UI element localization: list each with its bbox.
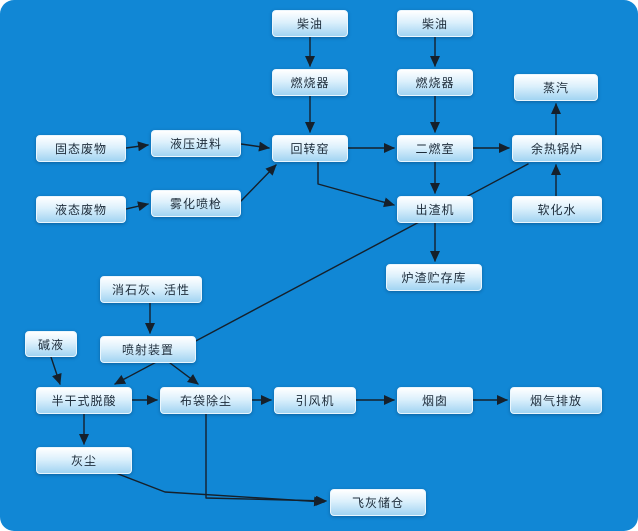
node-fly-ash-storage: 飞灰储仓 [330,489,426,516]
edge-solid-waste-to-hydraulic-feed [125,141,149,152]
edge-bag-filter-to-fly-ash-storage [205,413,327,506]
node-atomizing-gun: 雾化喷枪 [151,190,241,217]
edge-dust-to-fly-ash-storage [107,469,325,507]
node-solid-waste: 固态废物 [36,135,126,162]
node-lime-carbon: 消石灰、活性 [100,276,202,303]
edge-rotary-kiln-to-slag-machine [317,161,395,208]
node-induced-fan: 引风机 [274,387,356,414]
node-chimney: 烟囱 [397,387,473,414]
node-bag-filter: 布袋除尘 [160,387,252,414]
node-steam: 蒸汽 [514,74,598,101]
node-softened-water: 软化水 [512,196,602,223]
node-slag-machine: 出渣机 [397,196,473,223]
node-flue-emission: 烟气排放 [510,387,602,414]
node-slag-storage: 炉渣贮存库 [386,264,482,291]
edge-atomizing-gun-to-rotary-kiln [240,164,277,202]
node-diesel-right: 柴油 [397,10,473,37]
node-semi-dry-deacid: 半干式脱酸 [36,387,132,414]
edge-liquid-waste-to-atomizing-gun [125,201,149,212]
node-alkali: 碱液 [25,331,77,357]
node-burner-left: 燃烧器 [272,69,348,96]
edge-injection-device-to-bag-filter [169,362,199,385]
node-waste-heat-boiler: 余热锅炉 [512,135,602,162]
node-rotary-kiln: 回转窑 [272,135,348,162]
node-dust: 灰尘 [36,447,132,474]
node-diesel-left: 柴油 [272,10,348,37]
node-liquid-waste: 液态废物 [36,196,126,223]
edge-alkali-to-semi-dry-deacid [50,356,62,385]
node-burner-right: 燃烧器 [397,69,473,96]
node-injection-device: 喷射装置 [100,336,196,363]
node-secondary-chamber: 二燃室 [397,135,473,162]
edge-hydraulic-feed-to-rotary-kiln [240,141,270,152]
node-hydraulic-feed: 液压进料 [151,130,241,157]
